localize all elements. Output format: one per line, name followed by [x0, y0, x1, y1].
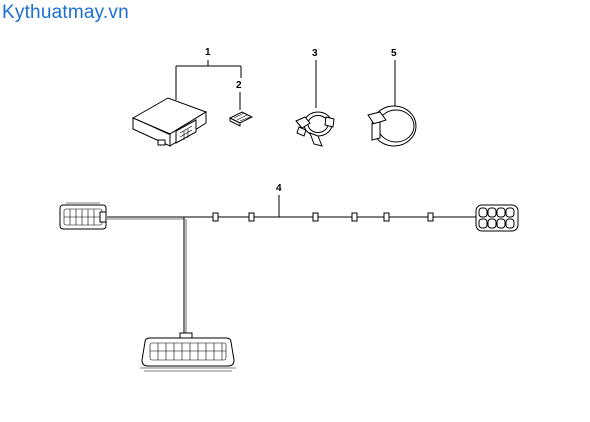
- callout-label-5: 5: [391, 48, 397, 59]
- callout-group-3: 3: [312, 48, 318, 108]
- callout-label-1: 1: [205, 47, 211, 58]
- connector-bottom-inner: [149, 342, 227, 361]
- module-socket-pins: [179, 125, 193, 140]
- strap-inner: [377, 109, 415, 143]
- connector-right-pin: [487, 207, 497, 218]
- callout-leader-1: [175, 60, 242, 100]
- connector-right-pin: [496, 218, 506, 229]
- harness-clip: [351, 212, 358, 222]
- clamp-tail: [309, 132, 323, 147]
- harness-clip: [312, 212, 319, 222]
- connector-left-latch: [99, 211, 107, 223]
- connector-bottom-body: [141, 337, 235, 367]
- harness-clip: [248, 212, 255, 222]
- module-tab: [157, 139, 166, 146]
- callout-group-1: 1: [175, 47, 242, 100]
- callout-label-4: 4: [276, 183, 282, 194]
- connector-left-pins: [64, 209, 102, 225]
- clamp-latch-lower: [296, 126, 307, 137]
- clamp-latch: [295, 116, 311, 129]
- module-connector-socket: [175, 119, 197, 144]
- connector-right: [475, 204, 519, 232]
- connector-right-pin: [496, 207, 506, 218]
- site-watermark: Kythuatmay.vn: [2, 2, 129, 23]
- hose-clamp: [295, 111, 335, 147]
- connector-right-pin: [478, 207, 488, 218]
- connector-right-pin: [505, 207, 515, 218]
- strap-band: [367, 105, 417, 147]
- sticker-lines: [233, 112, 251, 122]
- connector-left: [59, 202, 107, 230]
- callout-group-2: 2: [236, 80, 242, 110]
- harness-clip: [427, 212, 434, 222]
- connector-bottom-pins: [150, 343, 226, 360]
- control-module: [131, 97, 208, 147]
- callout-label-2: 2: [236, 80, 242, 91]
- connector-right-pin: [505, 218, 515, 229]
- connector-bottom-base: [140, 367, 236, 372]
- clamp-band-end: [324, 116, 335, 128]
- callout-group-4: 4: [276, 183, 282, 217]
- strap-buckle-side: [371, 121, 381, 141]
- module-edge-line: [137, 119, 171, 136]
- wire-harness: [59, 202, 519, 372]
- sticker-side: [229, 117, 241, 127]
- strap-buckle: [367, 111, 387, 125]
- callout-label-3: 3: [312, 48, 318, 59]
- harness-clip: [212, 212, 219, 222]
- sticker-pad: [228, 111, 254, 127]
- harness-clip: [383, 212, 390, 222]
- callout-group-5: 5: [391, 48, 397, 108]
- connector-bottom: [140, 332, 236, 372]
- connector-right-pin: [478, 218, 488, 229]
- connector-right-pin: [487, 218, 497, 229]
